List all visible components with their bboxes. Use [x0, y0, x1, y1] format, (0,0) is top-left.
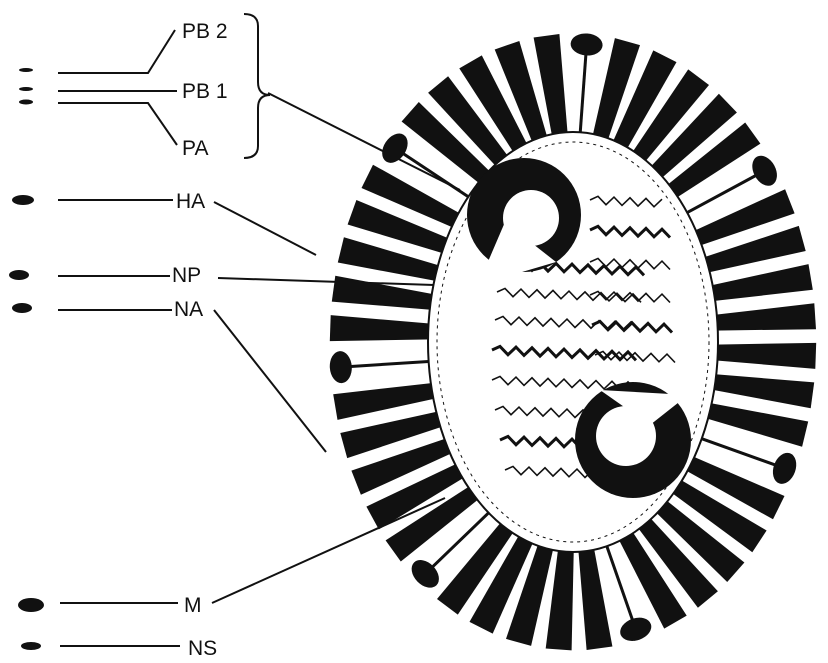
rnp-segment — [496, 287, 642, 303]
hemagglutinin-spike — [361, 164, 463, 229]
band-pb1 — [19, 87, 33, 91]
neuraminidase-spike-head — [382, 133, 408, 163]
hemagglutinin-spike — [366, 462, 466, 530]
rnp-segment — [589, 290, 671, 304]
band-pa — [19, 99, 33, 105]
matrix-layer — [436, 141, 710, 543]
band-ns — [21, 642, 41, 650]
hemagglutinin-spike — [683, 455, 785, 520]
band-connectors — [58, 29, 180, 647]
label-np: NP — [172, 264, 201, 287]
hemagglutinin-spike — [340, 411, 445, 459]
hemagglutinin-spike — [631, 69, 709, 164]
hemagglutinin-spike — [708, 264, 813, 302]
gel-bands — [9, 68, 44, 650]
neuraminidase-spike-head — [752, 155, 777, 186]
neuraminidase-spike-head — [620, 617, 652, 641]
hemagglutinin-spike — [704, 402, 809, 447]
neuraminidase-spike-head — [772, 452, 797, 484]
neuraminidase-spike-head — [329, 351, 352, 384]
hemagglutinin-spike — [578, 546, 613, 650]
rnp-segment — [589, 224, 672, 239]
hemagglutinin-spike — [331, 275, 436, 310]
hemagglutinin-spike — [649, 93, 737, 180]
hemagglutinin-spike — [494, 41, 548, 145]
polymerase-bracket — [243, 13, 271, 159]
band-na — [12, 303, 32, 313]
hemagglutinin-spike — [437, 520, 515, 615]
hemagglutinin-spike — [692, 189, 795, 247]
neuraminidase-spike-head — [570, 33, 603, 56]
hemagglutinin-spike — [712, 303, 816, 331]
hemagglutinin-spike — [469, 533, 534, 634]
rnp-segment — [589, 257, 671, 271]
label-na: NA — [174, 298, 203, 321]
hemagglutinin-spike — [670, 478, 767, 553]
neuraminidase-spike-stalk — [578, 54, 588, 133]
hemagglutinin-spike — [351, 437, 454, 495]
band-m — [18, 598, 44, 612]
surface-spikes — [329, 33, 817, 651]
hemagglutinin-spike — [654, 498, 745, 582]
neuraminidase-spike-head — [411, 560, 439, 588]
hemagglutinin-spike — [506, 542, 554, 646]
polymerase-complex-upper — [467, 158, 581, 285]
hemagglutinin-spike — [347, 200, 451, 254]
hemagglutinin-spike — [385, 485, 481, 562]
neuraminidase-spike-stalk — [686, 174, 757, 214]
rnp-segment — [591, 319, 674, 334]
rnp-segment — [491, 344, 638, 362]
hemagglutinin-spike — [665, 122, 761, 199]
rnp-segment — [491, 375, 637, 391]
label-pb1: PB 1 — [182, 80, 228, 103]
label-ns: NS — [188, 637, 217, 660]
protein-labels: PB 2 PB 1 PA HA NP NA M NS — [172, 20, 228, 660]
label-pa: PA — [182, 137, 208, 160]
hemagglutinin-spike — [713, 342, 817, 369]
neuraminidase-spike-stalk — [402, 152, 470, 198]
hemagglutinin-spike — [428, 76, 510, 168]
hemagglutinin-spike — [592, 38, 640, 142]
rnp-segment — [594, 350, 676, 364]
virion — [329, 33, 817, 651]
hemagglutinin-spike — [617, 529, 687, 629]
hemagglutinin-spike — [533, 34, 568, 138]
hemagglutinin-spike — [701, 225, 806, 273]
hemagglutinin-spike — [459, 55, 529, 155]
hemagglutinin-spike — [710, 374, 815, 409]
hemagglutinin-spike — [545, 547, 574, 651]
hemagglutinin-spike — [329, 315, 433, 342]
hemagglutinin-spike — [337, 237, 442, 282]
label-ha: HA — [176, 190, 205, 213]
hemagglutinin-spike — [333, 382, 438, 420]
band-np — [9, 270, 29, 280]
neuraminidase-spike-stalk — [350, 359, 429, 368]
band-pb2 — [19, 68, 33, 72]
band-ha — [12, 195, 34, 205]
rnp-segment — [589, 195, 663, 208]
hemagglutinin-spike — [612, 50, 677, 151]
neuraminidase-spike-stalk — [605, 545, 634, 621]
hemagglutinin-spike — [401, 102, 492, 186]
neuraminidase-spike-stalk — [431, 511, 490, 569]
polymerase-complex-lower — [575, 382, 691, 498]
neuraminidase-spike-stalk — [701, 437, 776, 467]
label-m: M — [184, 594, 202, 617]
label-pb2: PB 2 — [182, 20, 228, 43]
hemagglutinin-spike — [636, 516, 718, 608]
